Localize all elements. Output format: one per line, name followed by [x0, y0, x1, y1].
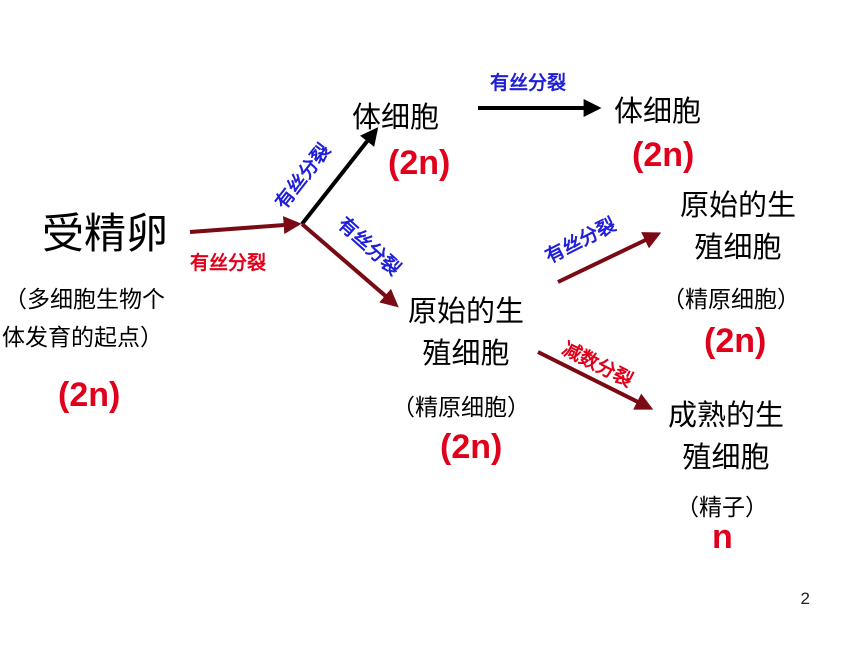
mature-cell-line2: 殖细胞 — [682, 440, 770, 474]
mature-cell-line1: 成熟的生 — [667, 398, 784, 432]
primordial-cell-2-line1: 原始的生 — [679, 188, 796, 222]
primordial-cell-1-note: （精原细胞） — [392, 395, 530, 421]
mature-cell-note: （精子） — [676, 495, 768, 521]
primordial-cell-2-note: （精原细胞） — [662, 287, 800, 313]
primordial-cell-1-line1: 原始的生 — [407, 294, 524, 328]
mature-cell-ploidy: n — [712, 518, 733, 556]
primordial-cell-1-line2: 殖细胞 — [422, 336, 510, 370]
division-label-somatic-to-somatic: 有丝分裂 — [490, 72, 567, 94]
arrow-primordial-to-primordial — [557, 232, 662, 284]
somatic-cell-2-label: 体细胞 — [614, 94, 702, 128]
zygote-note-line1: （多细胞生物个 — [4, 287, 165, 313]
somatic-cell-1-ploidy: (2n) — [388, 144, 451, 182]
arrow-zygote-to-branch — [189, 216, 302, 235]
division-label-zygote: 有丝分裂 — [190, 252, 267, 274]
primordial-cell-1-ploidy: (2n) — [440, 428, 503, 466]
zygote-note-line2: 体发育的起点） — [2, 325, 163, 351]
page-number: 2 — [800, 589, 810, 608]
zygote-label: 受精卵 — [42, 209, 169, 258]
somatic-cell-2-ploidy: (2n) — [632, 136, 695, 174]
zygote-ploidy: (2n) — [58, 376, 121, 414]
primordial-cell-2-line2: 殖细胞 — [694, 230, 782, 264]
arrow-primordial-to-mature — [537, 350, 654, 410]
arrow-branch-to-primordial — [300, 222, 399, 308]
somatic-cell-1-label: 体细胞 — [352, 100, 440, 134]
primordial-cell-2-ploidy: (2n) — [704, 322, 767, 360]
arrow-branch-to-somatic — [300, 127, 379, 226]
